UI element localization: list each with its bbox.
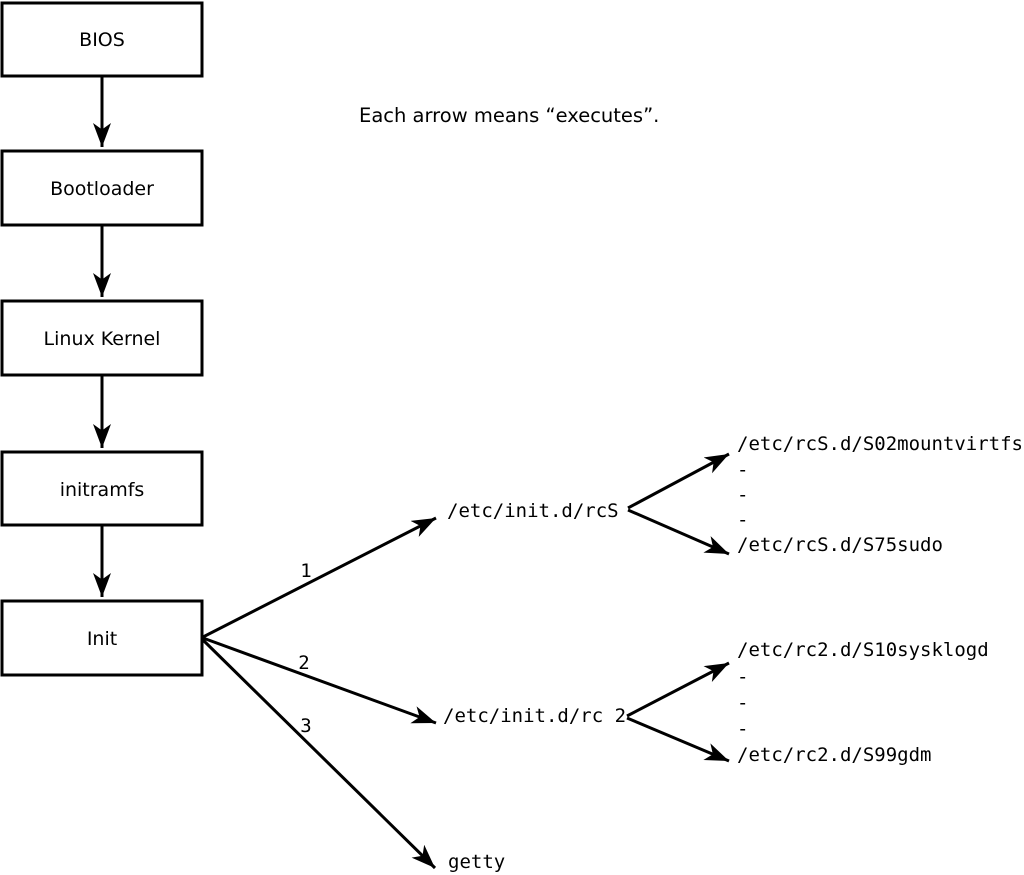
rcS-first-script: /etc/rcS.d/S02mountvirtfs xyxy=(737,433,1023,455)
rc2-last-script: /etc/rc2.d/S99gdm xyxy=(737,744,931,766)
arrow-rc2-to-last xyxy=(626,716,730,763)
getty-label: getty xyxy=(448,851,505,873)
linux-kernel-box xyxy=(0,299,204,377)
arrow-init-to-rc2 xyxy=(202,636,437,725)
node-bootloader: Bootloader xyxy=(0,149,204,227)
arrow-rc2-to-first xyxy=(626,661,730,718)
init-label: Init xyxy=(87,628,117,650)
fan-order-2: 2 xyxy=(298,652,309,674)
rc2-ellipsis-dash: - xyxy=(737,666,748,688)
fan-order-3: 3 xyxy=(300,715,311,737)
bootloader-label: Bootloader xyxy=(50,178,154,200)
rcS-ellipsis-dash: - xyxy=(737,484,748,506)
node-init: Init xyxy=(0,599,204,677)
arrow-init-to-getty xyxy=(201,638,437,870)
rc2-file-list: /etc/rc2.d/S10sysklogd - - - /etc/rc2.d/… xyxy=(737,639,989,766)
rcS-script-label: /etc/init.d/rcS xyxy=(447,500,619,522)
rcS-ellipsis-dash: - xyxy=(737,459,748,481)
rcS-ellipsis-dash: - xyxy=(737,509,748,531)
bios-box xyxy=(0,1,204,78)
bios-label: BIOS xyxy=(79,29,125,51)
initramfs-box xyxy=(0,450,204,527)
rc2-ellipsis-dash: - xyxy=(737,692,748,714)
arrow-init-to-rcS xyxy=(202,516,437,639)
fan-order-1: 1 xyxy=(300,560,311,582)
rcS-last-script: /etc/rcS.d/S75sudo xyxy=(737,534,943,556)
initramfs-label: initramfs xyxy=(60,479,145,501)
rc2-ellipsis-dash: - xyxy=(737,718,748,740)
rcS-file-list: /etc/rcS.d/S02mountvirtfs - - - /etc/rcS… xyxy=(737,433,1023,556)
bootloader-box xyxy=(0,149,204,227)
node-initramfs: initramfs xyxy=(0,450,204,527)
node-bios: BIOS xyxy=(0,1,204,78)
arrow-rcS-to-first xyxy=(627,452,730,510)
arrow-rcS-to-last xyxy=(627,508,730,556)
node-linux-kernel: Linux Kernel xyxy=(0,299,204,377)
linux-kernel-label: Linux Kernel xyxy=(44,328,161,350)
legend-note: Each arrow means “executes”. xyxy=(359,104,659,127)
rc2-first-script: /etc/rc2.d/S10sysklogd xyxy=(737,639,989,661)
rc2-script-label: /etc/init.d/rc 2 xyxy=(443,705,626,727)
init-box xyxy=(0,599,204,677)
